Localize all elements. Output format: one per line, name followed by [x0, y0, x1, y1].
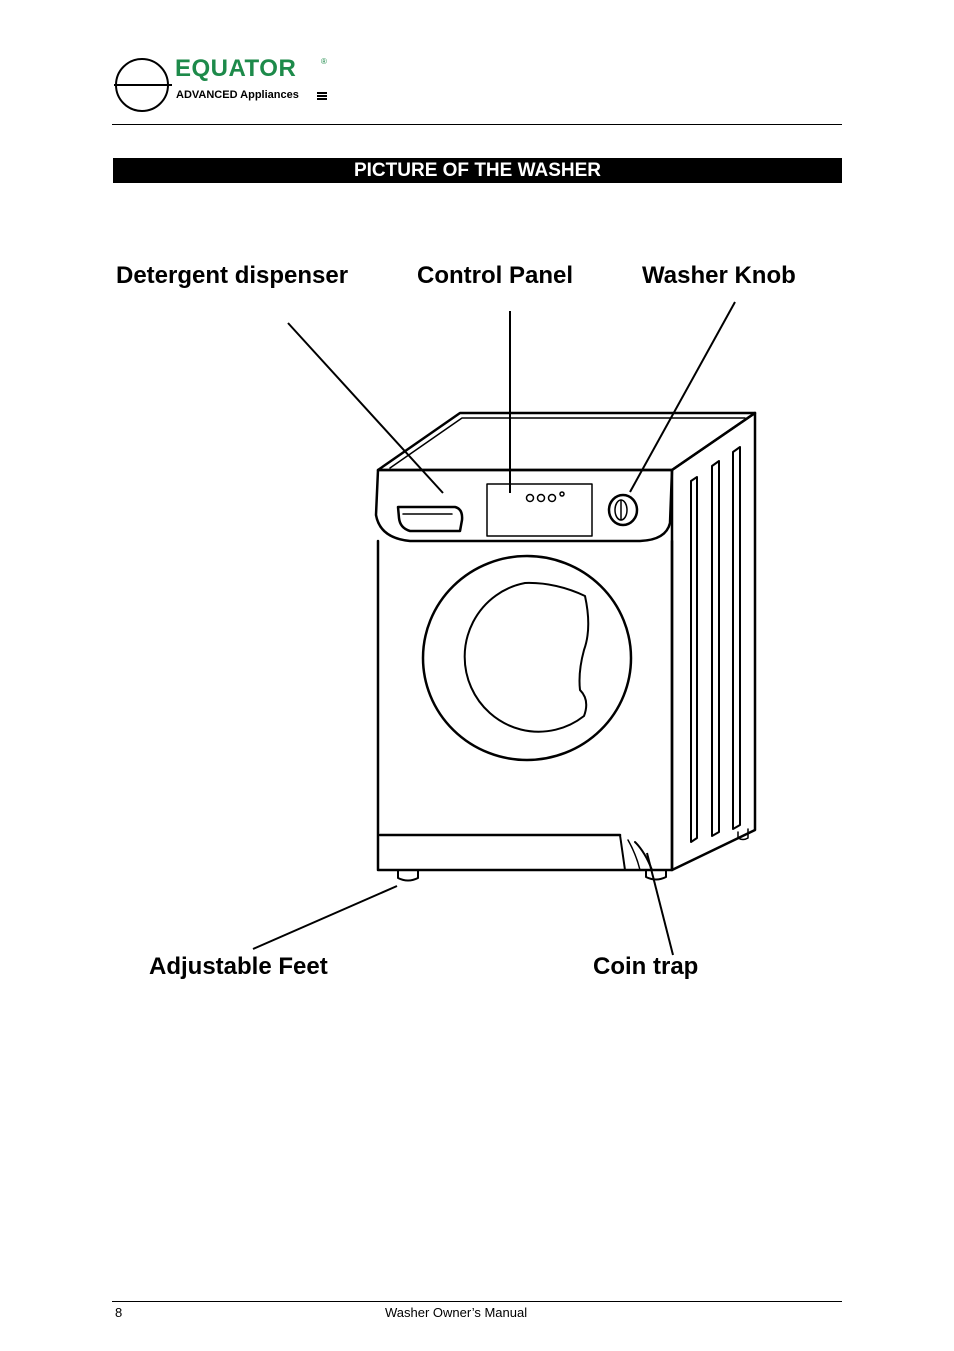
- tagline-lines-icon: [317, 92, 327, 100]
- leader-washer-knob: [629, 301, 736, 493]
- brand-tagline: ADVANCED Appliances: [176, 89, 299, 101]
- callout-detergent-dispenser: Detergent dispenser: [116, 262, 349, 289]
- panel-button: [547, 493, 557, 503]
- brand-name: EQUATOR: [175, 55, 297, 82]
- washer-top: [376, 411, 757, 472]
- panel-button: [525, 493, 535, 503]
- callout-adjustable-feet: Adjustable Feet: [149, 953, 328, 980]
- washer-foot: [737, 828, 749, 841]
- footer-rule: [112, 1301, 842, 1302]
- logo-circle-icon: [114, 58, 172, 112]
- callout-control-panel: Control Panel: [417, 262, 574, 289]
- washer-side: [670, 411, 757, 872]
- washer-detergent-drawer: [396, 505, 464, 533]
- washer-knob: [607, 493, 639, 527]
- manual-title: Washer Owner’s Manual: [385, 1305, 528, 1320]
- section-title: PICTURE OF THE WASHER: [113, 158, 842, 183]
- callout-coin-trap: Coin trap: [593, 953, 699, 980]
- leader-adjustable-feet: [252, 885, 398, 950]
- washer-door: [421, 554, 633, 762]
- brand-logo: EQUATOR ® ADVANCED Appliances: [112, 54, 342, 116]
- washer-control-band: [374, 468, 674, 543]
- page-number: 8: [115, 1305, 123, 1320]
- washer-foot: [397, 869, 419, 882]
- registered-mark: ®: [321, 57, 327, 66]
- panel-indicator: [559, 491, 565, 497]
- washer-front: [376, 539, 674, 872]
- washer-foot: [645, 869, 667, 881]
- leader-coin-trap: [646, 852, 674, 956]
- header-rule: [112, 124, 842, 125]
- callout-washer-knob: Washer Knob: [642, 262, 796, 289]
- leader-detergent-dispenser: [287, 322, 444, 494]
- panel-button: [536, 493, 546, 503]
